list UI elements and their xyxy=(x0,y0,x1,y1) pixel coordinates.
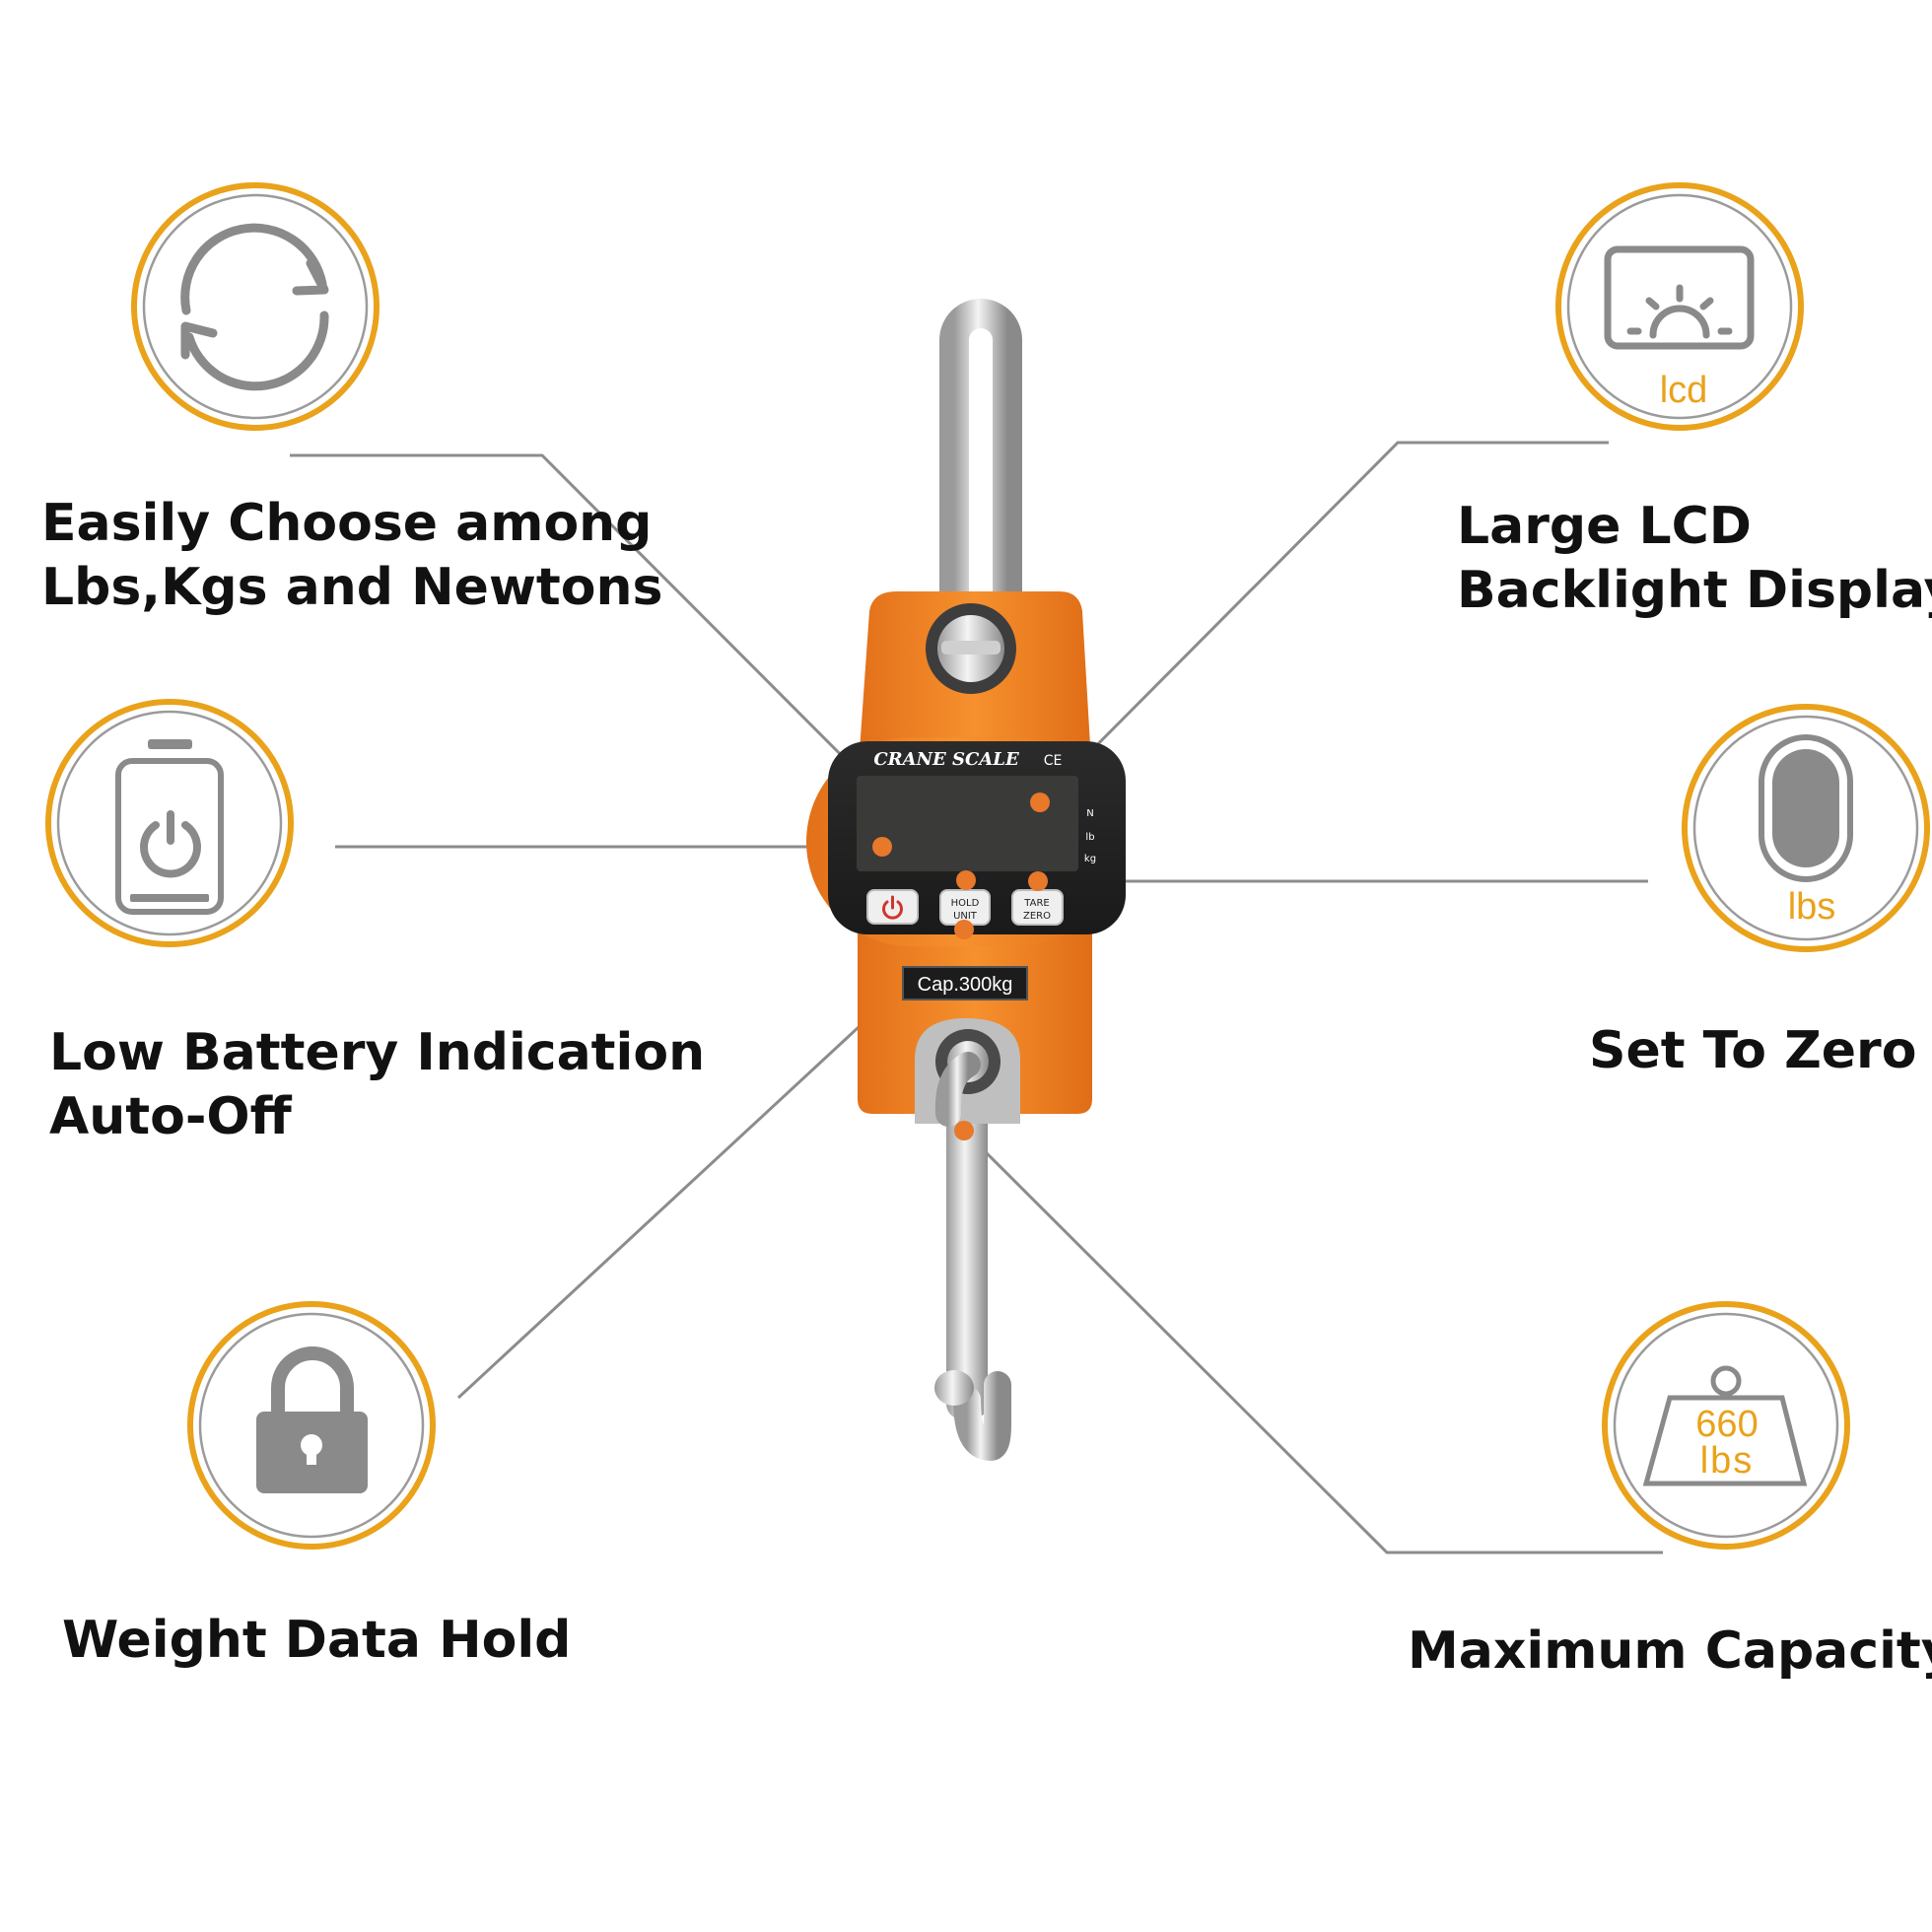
lcd-screen xyxy=(857,776,1078,871)
callout-dots xyxy=(872,793,1050,1140)
callout-dot-unit xyxy=(956,870,976,890)
lcd-backlight-icon xyxy=(1604,245,1755,350)
leader-line-capacity xyxy=(962,1129,1663,1554)
set-zero-line1: Set To Zero xyxy=(1589,1021,1917,1080)
lock-icon xyxy=(256,1346,368,1493)
top-eye-slot xyxy=(941,641,1000,655)
unit-label-kg: kg xyxy=(1084,854,1096,864)
refresh-icon xyxy=(180,223,329,391)
power-icon xyxy=(882,895,903,920)
battery-power-icon xyxy=(115,739,224,915)
data-hold-badge xyxy=(187,1301,436,1550)
max-capacity-line1: Maximum Capacity xyxy=(1408,1622,1932,1681)
unit-label-n: N xyxy=(1086,808,1093,819)
zero-button-label: ZERO xyxy=(1023,911,1051,922)
unit-label-lb: lb xyxy=(1085,832,1094,843)
hook-curve xyxy=(953,1371,1011,1462)
battery-badge xyxy=(45,699,294,947)
set-zero-badge: lbs xyxy=(1682,704,1930,952)
data-hold-line1: Weight Data Hold xyxy=(62,1611,572,1670)
capacity-plate xyxy=(902,966,1028,1000)
hook-shaft xyxy=(946,1065,988,1419)
unit-switch-line2: Lbs,Kgs and Newtons xyxy=(41,558,663,617)
low-battery-line2: Auto-Off xyxy=(49,1087,292,1146)
callout-dot-hold xyxy=(954,920,974,939)
data-hold-label: Weight Data Hold xyxy=(62,1609,571,1673)
zero-icon-text: lbs xyxy=(1788,886,1836,928)
power-button[interactable] xyxy=(866,889,919,925)
capacity-icon-value: 660 xyxy=(1695,1404,1758,1445)
callout-dot-lcd xyxy=(1030,793,1050,812)
tare-button-label: TARE xyxy=(1023,898,1049,909)
leader-line-unit-switch xyxy=(290,453,968,882)
ce-mark: CE xyxy=(1044,753,1063,769)
unit-switch-label: Easily Choose among Lbs,Kgs and Newtons xyxy=(41,492,662,620)
capacity-icon-unit: lbs xyxy=(1700,1440,1755,1482)
leader-lines xyxy=(290,441,1663,1554)
unit-switch-badge xyxy=(131,182,380,431)
unit-button-label: UNIT xyxy=(953,911,978,922)
hook-tip xyxy=(934,1370,974,1406)
weight-icon xyxy=(1642,1365,1808,1486)
low-battery-label: Low Battery Indication Auto-Off xyxy=(49,1021,705,1149)
leader-line-lcd xyxy=(1038,441,1609,804)
lcd-display-label: Large LCD Backlight Display xyxy=(1457,495,1932,623)
set-zero-label: Set To Zero xyxy=(1589,1019,1916,1083)
hold-button-label: HOLD xyxy=(951,898,980,909)
callout-dot-zero xyxy=(1028,871,1048,891)
lcd-display-line1: Large LCD xyxy=(1457,497,1752,556)
top-shackle xyxy=(939,299,1022,656)
scale-title: CRANE SCALE xyxy=(873,749,1019,770)
callout-dot-capacity xyxy=(954,1121,974,1140)
tare-zero-button[interactable]: TARE ZERO xyxy=(1011,889,1064,926)
hook-bend xyxy=(934,1052,981,1127)
capacity-label: Cap.300kg xyxy=(918,974,1013,996)
lcd-badge: lcd xyxy=(1555,182,1804,431)
unit-switch-line1: Easily Choose among xyxy=(41,494,653,553)
max-capacity-badge: 660 lbs xyxy=(1602,1301,1850,1550)
crane-scale: CRANE SCALE CE N lb kg HOLD UNIT TARE ZE… xyxy=(806,299,1126,1462)
lcd-display-line2: Backlight Display xyxy=(1457,561,1932,620)
low-battery-line1: Low Battery Indication xyxy=(49,1023,706,1082)
hold-unit-button[interactable]: HOLD UNIT xyxy=(939,889,991,926)
max-capacity-label: Maximum Capacity xyxy=(1408,1620,1932,1684)
lcd-icon-text: lcd xyxy=(1660,370,1708,411)
tare-pill-icon xyxy=(1759,734,1853,882)
callout-dot-battery xyxy=(872,837,892,857)
